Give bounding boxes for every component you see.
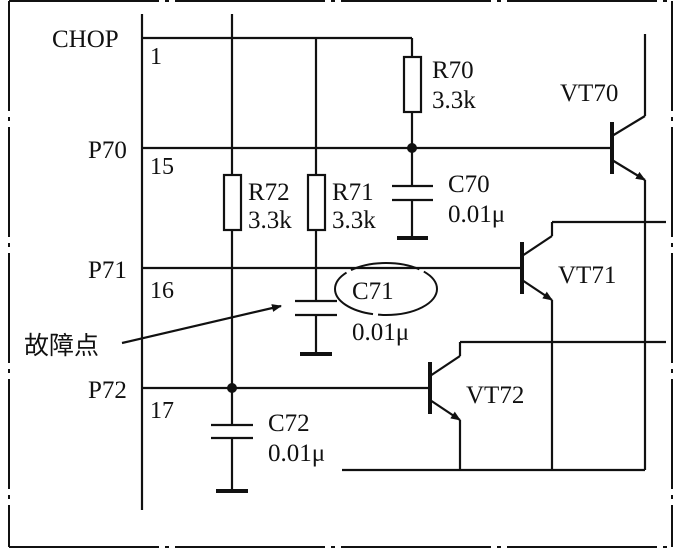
pin-p72-number: 17 <box>150 398 174 424</box>
c71-value: 0.01μ <box>352 319 409 346</box>
r72-resistor <box>222 173 243 232</box>
pin-p71-number: 16 <box>150 278 174 304</box>
c71-ref: C71 <box>352 278 394 305</box>
pin-p72-name: P72 <box>88 377 127 404</box>
dashed-frame <box>8 0 673 548</box>
fault-point-label: 故障点 <box>24 331 99 360</box>
fault-ellipse <box>334 262 438 316</box>
fault-arrow <box>121 304 282 345</box>
vt71-ref: VT71 <box>558 262 616 289</box>
vt72-ref: VT72 <box>466 382 524 409</box>
c72-ref: C72 <box>268 410 310 437</box>
c72-value: 0.01μ <box>268 440 325 467</box>
r71-ref: R71 <box>332 179 374 206</box>
vt71-transistor <box>520 220 666 470</box>
r70-ref: R70 <box>432 57 474 84</box>
pin-p71-name: P71 <box>88 257 127 284</box>
p72-junction <box>227 383 237 393</box>
r72-ref: R72 <box>248 179 290 206</box>
r70-value: 3.3k <box>432 87 476 114</box>
pin-chop-name: CHOP <box>52 26 119 53</box>
vt72-transistor <box>428 340 666 470</box>
r72-value: 3.3k <box>248 207 292 234</box>
vt70-ref: VT70 <box>560 80 618 107</box>
pin-chop-number: 1 <box>150 44 162 70</box>
c70-ref: C70 <box>448 171 490 198</box>
c70-value: 0.01μ <box>448 201 505 228</box>
pin-p70-number: 15 <box>150 154 174 180</box>
r71-resistor <box>306 173 327 232</box>
vt70-transistor <box>610 34 647 470</box>
r70-resistor <box>402 55 423 114</box>
pin-p70-name: P70 <box>88 137 127 164</box>
r71-value: 3.3k <box>332 207 376 234</box>
